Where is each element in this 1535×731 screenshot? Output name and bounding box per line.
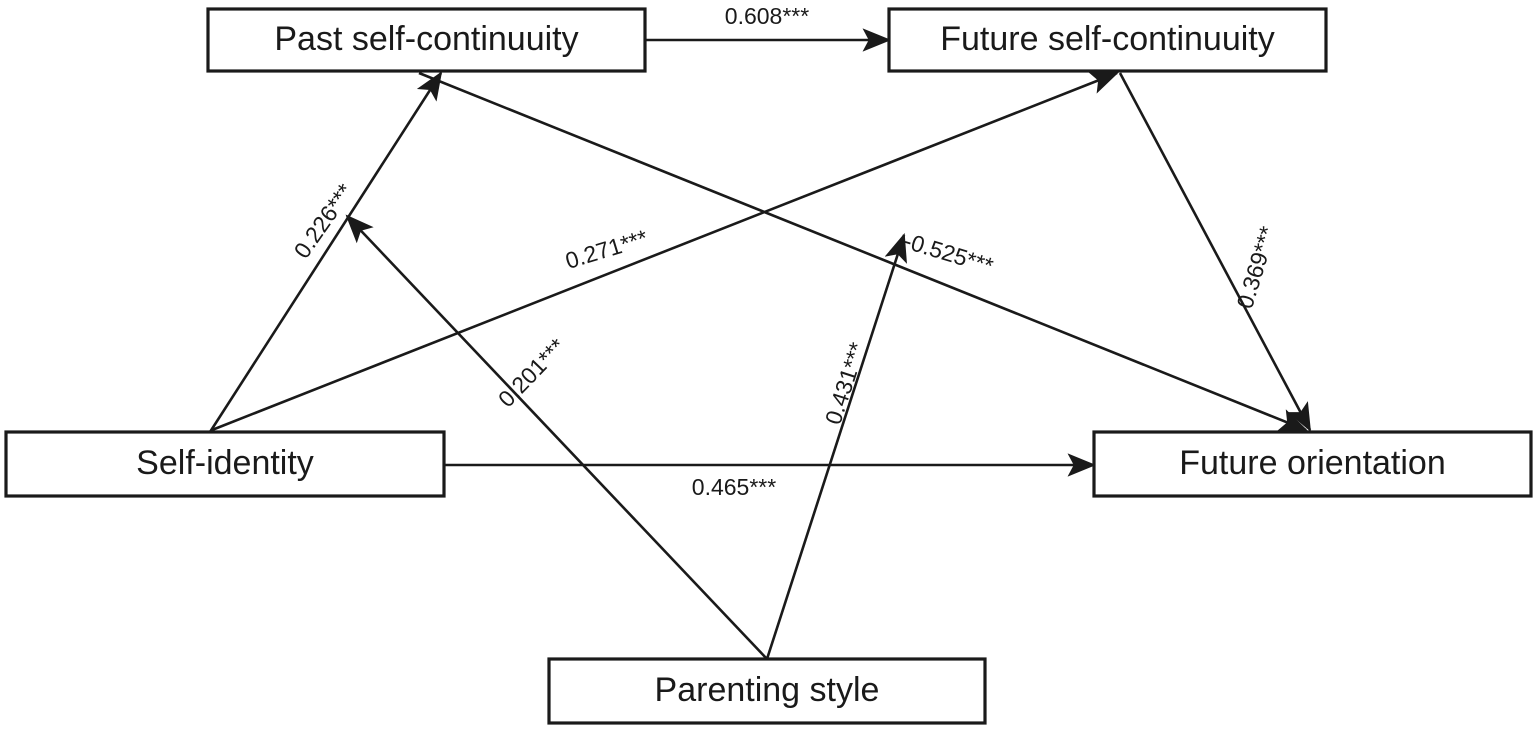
node-label-future_orientation: Future orientation [1179, 444, 1446, 482]
edges-layer [208, 28, 1312, 660]
edge-label-self-identity-to-future-orientation: 0.465*** [692, 474, 776, 500]
node-label-future_self_continuity: Future self-continuuity [940, 20, 1275, 58]
node-past_self_continuity[interactable]: Past self-continuuity [206, 7, 647, 73]
edge-past-self-continuity-to-future-orientation [418, 71, 1308, 432]
node-self_identity[interactable]: Self-identity [4, 430, 446, 498]
edge-label-future-self-continuity-to-future-orientation: 0.369*** [1231, 223, 1281, 311]
node-box-self_identity [4, 430, 446, 498]
node-box-future_self_continuity [887, 7, 1328, 73]
node-label-past_self_continuity: Past self-continuuity [274, 20, 578, 58]
edge-label-self-identity-to-past-self-continuity: 0.226*** [289, 179, 359, 263]
edge-label-self-identity-to-future-self-continuity: 0.271*** [562, 224, 650, 274]
node-label-parenting_style: Parenting style [655, 671, 880, 709]
edge-label-parenting-style-to-future-self-continuity: 0.431*** [820, 339, 871, 427]
edge-parenting-style-to-past-self-continuity [345, 214, 768, 660]
edge-future-self-continuity-to-future-orientation [1118, 72, 1312, 432]
edge-self-identity-to-past-self-continuity [208, 71, 443, 433]
edge-parenting-style-to-future-self-continuity [765, 233, 907, 660]
nodes-layer: Past self-continuuity Future self-continu… [4, 7, 1533, 725]
node-future_orientation[interactable]: Future orientation [1092, 430, 1533, 498]
node-label-self_identity: Self-identity [136, 444, 314, 482]
node-parenting_style[interactable]: Parenting style [547, 657, 987, 725]
edge-label-parenting-style-to-past-self-continuity: 0.201*** [493, 333, 570, 412]
edge-self-identity-to-future-self-continuity [211, 71, 1119, 432]
node-box-future_orientation [1092, 430, 1533, 498]
node-future_self_continuity[interactable]: Future self-continuuity [887, 7, 1328, 73]
node-box-past_self_continuity [206, 7, 647, 73]
edge-label-past-to-future-self-continuity: 0.608*** [725, 3, 809, 29]
node-box-parenting_style [547, 657, 987, 725]
